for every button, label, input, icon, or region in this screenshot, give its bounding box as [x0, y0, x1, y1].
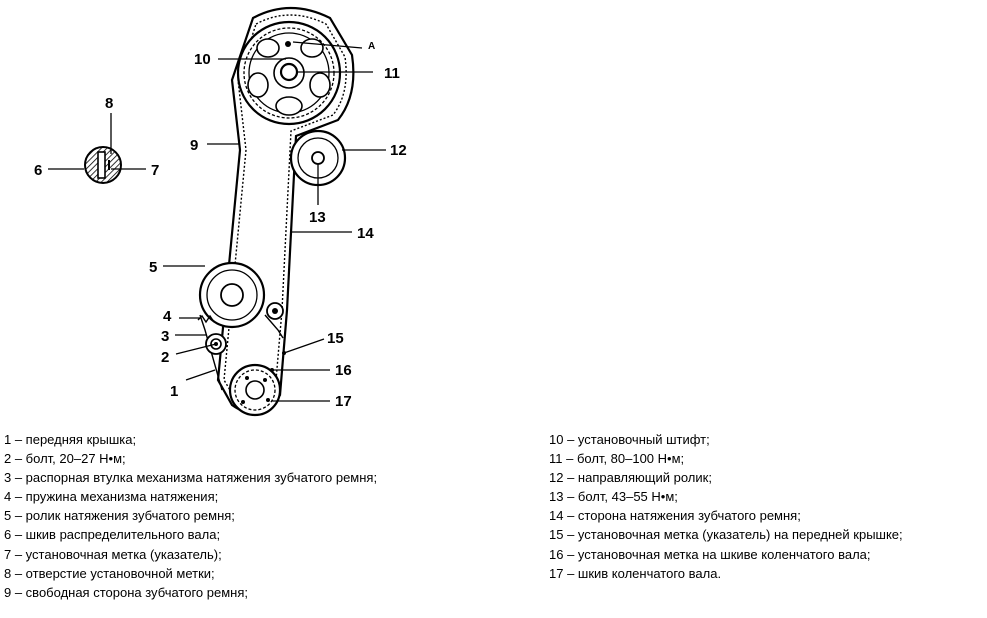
timing-belt-diagram: 1 2 3 4 5 6 7 8 9 10 11 A 12 13 14 15 16…: [34, 6, 407, 417]
legend-item-3: 3 – распорная втулка механизма натяжения…: [4, 470, 378, 486]
cam-sprocket-detail: [84, 146, 122, 184]
callout-15: 15: [327, 330, 344, 347]
set-pin-dot: [285, 41, 291, 47]
tensioner-pulley: [198, 261, 266, 329]
camshaft-sprocket: [236, 20, 342, 126]
callout-10: 10: [194, 51, 211, 68]
legend-item-1: 1 – передняя крышка;: [4, 432, 137, 447]
callout-3: 3: [161, 328, 169, 345]
legend-item-8: 8 – отверстие установочной метки;: [4, 565, 215, 581]
callout-2: 2: [161, 349, 169, 366]
legend-item-11: 11 – болт, 80–100 Н•м;: [549, 451, 685, 467]
legend-item-5: 5 – ролик натяжения зубчатого ремня;: [4, 508, 235, 524]
tensioner-spring: [197, 314, 215, 324]
crankshaft-sprocket: [228, 363, 282, 417]
camshaft-bolt: [279, 62, 299, 82]
front-cover: [199, 314, 284, 391]
legend-left: 1 – передняя крышка; 2 – болт, 20–27 Н•м…: [4, 430, 377, 602]
legend-right: 10 – установочный штифт; 11 – болт, 80–1…: [549, 430, 903, 583]
legend-item-6: 6 – шкив распределительного вала;: [4, 527, 221, 543]
legend-item-12: 12 – направляющий ролик;: [549, 470, 712, 486]
legend-item-16: 16 – установочная метка на шкиве коленча…: [549, 546, 871, 562]
callout-16: 16: [335, 362, 352, 379]
legend-item-13: 13 – болт, 43–55 Н•м;: [549, 489, 678, 505]
legend-item-4: 4 – пружина механизма натяжения;: [4, 489, 219, 505]
legend-item-17: 17 – шкив коленчатого вала.: [549, 565, 722, 581]
legend-item-14: 14 – сторона натяжения зубчатого ремня;: [549, 508, 801, 524]
callout-7: 7: [151, 162, 159, 179]
callout-5: 5: [149, 259, 157, 276]
callout-13: 13: [309, 209, 326, 226]
callout-8: 8: [105, 95, 113, 112]
callout-9: 9: [190, 137, 198, 154]
callout-11: 11: [384, 65, 400, 82]
leader-lines: [48, 41, 386, 402]
legend-item-15: 15 – установочная метка (указатель) на п…: [549, 527, 903, 543]
callout-17: 17: [335, 393, 352, 410]
callout-6: 6: [34, 162, 42, 179]
callout-12: 12: [390, 142, 407, 159]
tensioner-bracket-bolt: [266, 302, 284, 320]
legend-item-2: 2 – болт, 20–27 Н•м;: [4, 451, 126, 467]
legend-item-10: 10 – установочный штифт;: [549, 432, 710, 447]
callout-4: 4: [163, 308, 172, 325]
callout-1: 1: [170, 383, 178, 400]
legend-item-7: 7 – установочная метка (указатель);: [4, 546, 222, 562]
callout-14: 14: [357, 225, 374, 242]
legend-item-9: 9 – свободная сторона зубчатого ремня;: [4, 584, 248, 600]
callout-a: A: [368, 41, 375, 52]
